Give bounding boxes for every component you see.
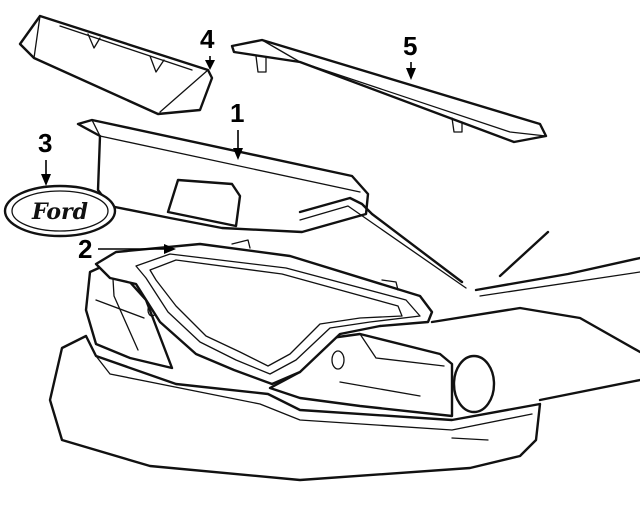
- callout-1: 1: [230, 98, 244, 160]
- callout-4-label: 4: [200, 24, 215, 54]
- callout-1-label: 1: [230, 98, 244, 128]
- callout-3-label: 3: [38, 128, 52, 158]
- ford-emblem-text: Ford: [31, 199, 88, 225]
- callout-2: 2: [78, 234, 176, 264]
- part-3-ford-emblem: Ford: [3, 184, 117, 238]
- callout-3: 3: [38, 128, 52, 186]
- part-5-spoiler: [230, 38, 548, 144]
- callout-5: 5: [403, 31, 417, 80]
- callout-4: 4: [200, 24, 215, 70]
- car-rear-body: [48, 230, 640, 482]
- callout-5-label: 5: [403, 31, 417, 61]
- callout-2-label: 2: [78, 234, 92, 264]
- part-1-trunk-lid: [76, 118, 467, 289]
- part-4-trim-panel: [18, 14, 214, 116]
